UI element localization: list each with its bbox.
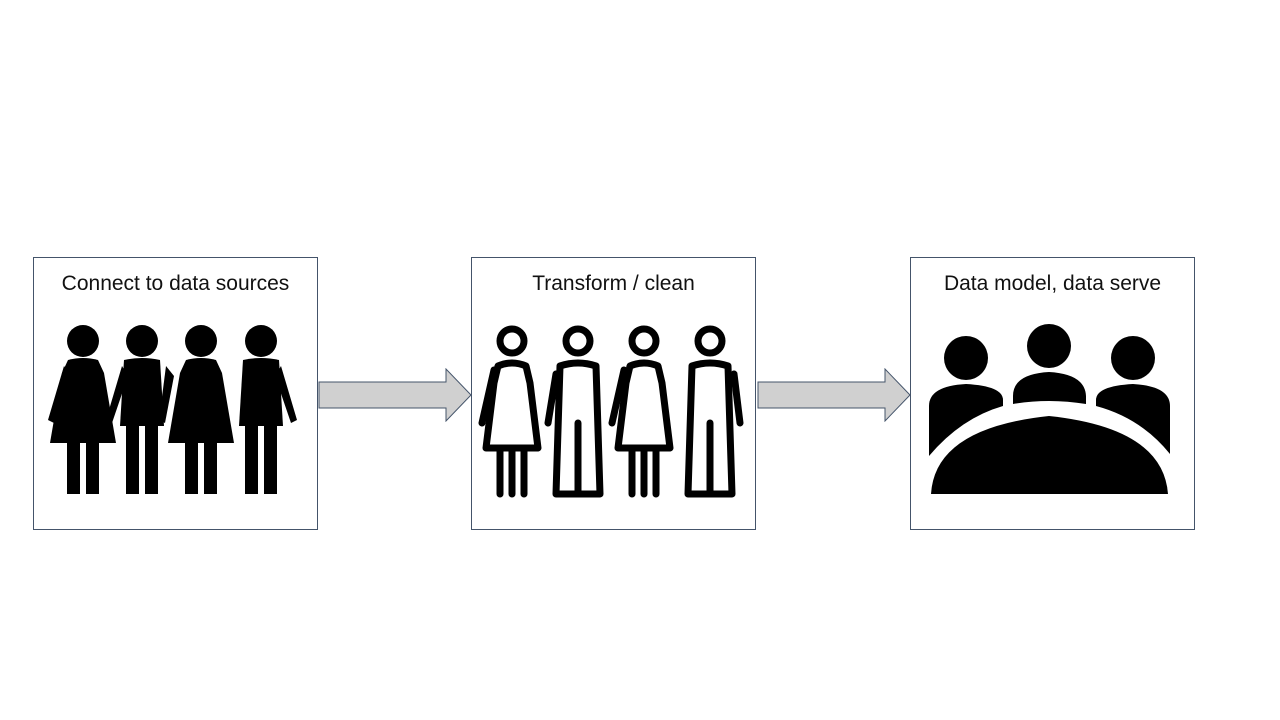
- step-box-connect: Connect to data sources: [33, 257, 318, 530]
- group-outline-icon: [478, 325, 744, 498]
- right-arrow-icon: [757, 368, 911, 422]
- step-title: Transform / clean: [532, 272, 695, 295]
- step-box-data-model: Data model, data serve: [910, 257, 1195, 530]
- group-silhouette-icon: [48, 325, 297, 494]
- step-title: Data model, data serve: [943, 272, 1162, 295]
- step-title: Connect to data sources: [61, 272, 290, 295]
- right-arrow-icon: [318, 368, 472, 422]
- step-box-transform: Transform / clean: [471, 257, 756, 530]
- meeting-table-icon: [929, 324, 1170, 494]
